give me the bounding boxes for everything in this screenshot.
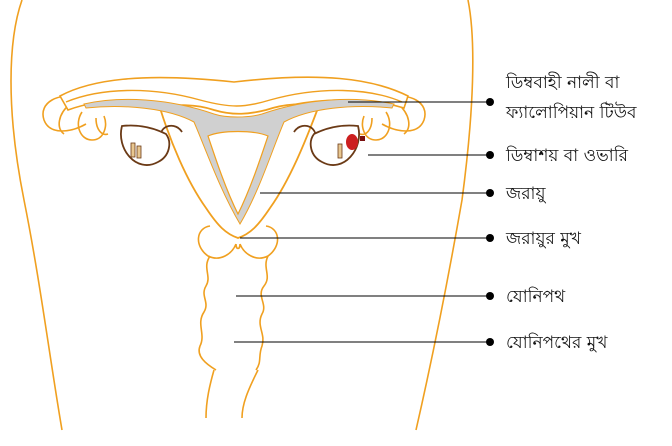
fallopian-tube-band <box>60 77 408 114</box>
leader-dots <box>486 98 494 346</box>
vagina-left-wall <box>199 256 216 370</box>
body-outline-right <box>416 0 473 430</box>
mature-follicle <box>346 134 358 150</box>
dot-uterus <box>486 189 494 197</box>
body-outline-left <box>11 0 62 430</box>
dot-vagina <box>486 292 494 300</box>
label-ovary: ডিম্বাশয় বা ওভারি <box>506 145 628 167</box>
label-cervix: জরায়ুর মুখ <box>506 228 581 250</box>
label-uterus: জরায়ু <box>506 183 546 205</box>
dot-cervix <box>486 234 494 242</box>
dot-ovary <box>486 151 494 159</box>
ovum-icon <box>360 136 365 141</box>
dot-vaginal-opening <box>486 338 494 346</box>
vagina-right-wall <box>256 256 268 370</box>
label-fallopian-tube-line2: ফ্যালোপিয়ান টিউব <box>506 102 636 124</box>
dot-fallopian-tube <box>486 98 494 106</box>
label-fallopian-tube-line1: ডিম্ববাহী নালী বা <box>506 72 619 94</box>
label-vagina: যোনিপথ <box>506 286 565 308</box>
label-vaginal-opening: যোনিপথের মুখ <box>506 332 607 354</box>
